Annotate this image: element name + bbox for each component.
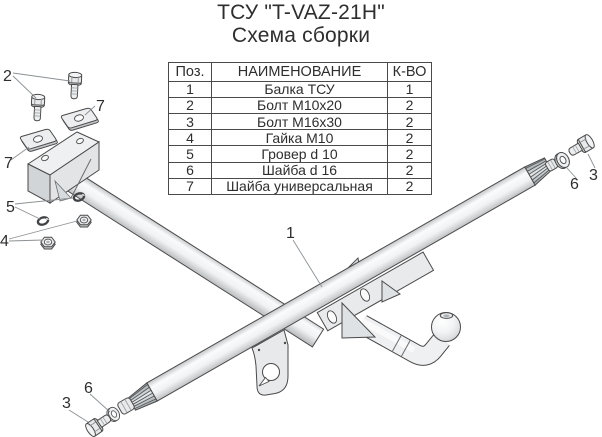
cell-name: Гайка М10: [212, 130, 388, 146]
plate-slot-hole: [326, 310, 338, 324]
gusset-plates: [341, 280, 401, 339]
tow-ball: [431, 312, 461, 342]
bracket-hole: [41, 154, 49, 162]
callout-6-right: 6: [570, 176, 579, 193]
cell-pos: 6: [169, 162, 212, 178]
hook-plate: [251, 329, 289, 396]
cell-name: Болт М16х30: [212, 113, 388, 130]
callout-5: 5: [6, 199, 15, 216]
cell-qty: 2: [405, 130, 414, 146]
cell-qty: 2: [405, 146, 414, 162]
bracket-hole: [76, 137, 84, 145]
nut-m10-2: [40, 236, 56, 250]
parts-row-5: 5 Гровер d 10 2: [169, 146, 431, 163]
callout-7-top: 7: [96, 98, 105, 115]
cell-pos: 4: [169, 130, 212, 146]
knurled-end-right: [524, 157, 558, 186]
cell-pos: 1: [169, 81, 212, 97]
ball-arm: [357, 315, 450, 366]
callout-3-right: 3: [589, 167, 598, 184]
cell-qty: 2: [405, 113, 414, 130]
bolt-m10-left: [30, 93, 46, 122]
parts-table: Поз. НАИМЕНОВАНИЕ К-ВО 1 Балка ТСУ 1 2 Б…: [168, 62, 432, 195]
cell-name: Шайба d 16: [212, 162, 388, 178]
title-block: ТСУ "T-VAZ-21H" Схема сборки: [0, 1, 602, 47]
knurled-end-left: [117, 382, 158, 415]
cell-name: Балка ТСУ: [212, 81, 388, 97]
header-pos: Поз.: [169, 63, 212, 81]
nut-m10-1: [76, 214, 92, 228]
universal-washer-top: [60, 107, 99, 131]
header-name: НАИМЕНОВАНИЕ: [212, 63, 388, 81]
header-qty: К-ВО: [392, 63, 427, 80]
main-beam-tube: [146, 166, 536, 402]
callout-6-left: 6: [84, 380, 93, 397]
callout-4: 4: [0, 233, 9, 250]
parts-table-header: Поз. НАИМЕНОВАНИЕ К-ВО: [169, 63, 431, 82]
leader-lines: [8, 72, 596, 423]
parts-row-2: 2 Болт М10х20 2: [169, 97, 431, 114]
cell-name: Болт М10х20: [212, 97, 388, 113]
cell-pos: 5: [169, 146, 212, 162]
cell-name: Шайба универсальная: [212, 178, 388, 194]
parts-row-3: 3 Болт М16х30 2: [169, 113, 431, 131]
bolt-m16-right: [565, 132, 597, 160]
cell-pos: 3: [169, 113, 212, 130]
callout-3-left: 3: [62, 395, 71, 412]
parts-row-6: 6 Шайба d 16 2: [169, 162, 431, 179]
grover-washer-2: [35, 214, 51, 228]
callout-2: 2: [3, 68, 12, 85]
parts-row-4: 4 Гайка М10 2: [169, 130, 431, 147]
page-title: ТСУ "T-VAZ-21H": [217, 1, 385, 24]
cell-name: Гровер d 10: [212, 146, 388, 162]
plate-slot-hole: [359, 288, 371, 302]
cell-pos: 2: [169, 97, 212, 113]
cell-qty: 2: [405, 162, 414, 178]
callout-labels: 2 7 7 5 4 1 6 3 6 3: [0, 68, 598, 412]
page-subtitle: Схема сборки: [231, 24, 371, 47]
callout-7-left: 7: [4, 155, 13, 172]
parts-row-7: 7 Шайба универсальная 2: [169, 178, 431, 194]
callout-1: 1: [286, 225, 295, 242]
mount-bracket: [26, 131, 101, 204]
cell-qty: 2: [405, 178, 414, 194]
bolt-m10-right: [67, 71, 83, 100]
cell-pos: 7: [169, 178, 212, 194]
hook-hole: [262, 363, 280, 381]
cell-qty: 2: [405, 97, 414, 113]
parts-row-1: 1 Балка ТСУ 1: [169, 81, 431, 98]
cell-qty: 1: [405, 81, 414, 97]
